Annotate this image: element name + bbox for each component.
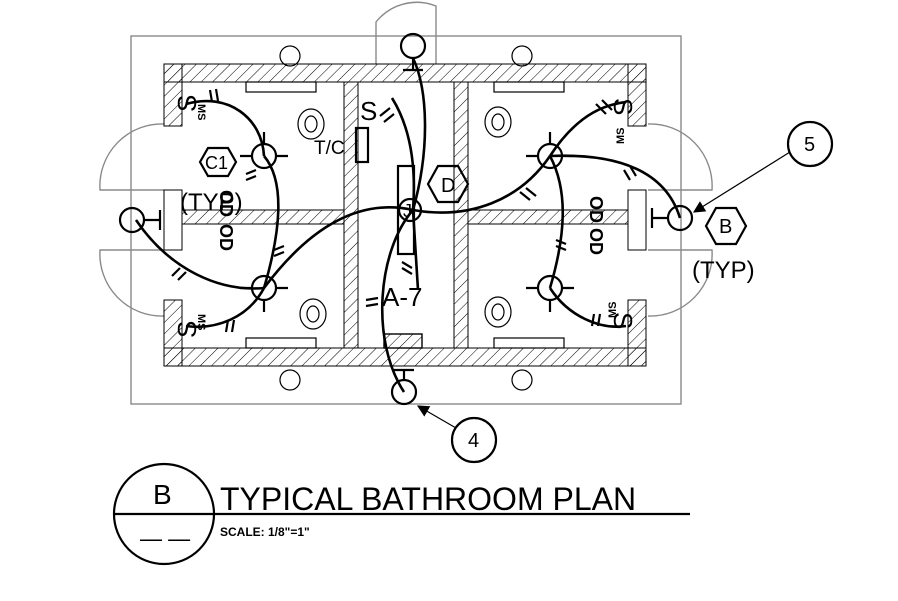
svg-text:OD: OD — [586, 196, 606, 223]
drawing-scale: SCALE: 1/8"=1" — [220, 525, 310, 539]
switch-tr: S — [608, 98, 638, 115]
switch-center: S — [360, 96, 377, 126]
callout-4: 4 — [416, 405, 498, 464]
exterior-light-top — [399, 32, 427, 60]
drawing-title: TYPICAL BATHROOM PLAN — [220, 481, 636, 517]
svg-text:OD: OD — [216, 190, 236, 217]
wire-hash-marks — [171, 88, 637, 333]
svg-text:OD: OD — [586, 228, 606, 255]
switch-tl: S — [172, 95, 202, 112]
svg-text:MS: MS — [195, 314, 207, 331]
svg-text:D: D — [441, 175, 455, 197]
svg-text:B: B — [719, 216, 732, 238]
svg-text:C1: C1 — [205, 153, 228, 173]
junction-box — [397, 197, 423, 223]
tc-box — [354, 126, 370, 164]
svg-text:5: 5 — [804, 134, 815, 156]
tag-c1: C1 — [198, 146, 238, 178]
door-swings — [99, 1, 713, 317]
typ-label-right: (TYP) — [692, 257, 755, 284]
lights — [118, 32, 694, 406]
switch-bl: S — [172, 321, 202, 338]
tag-b: B — [704, 206, 748, 246]
junction-label: J — [403, 201, 412, 221]
svg-text:MS: MS — [195, 104, 207, 121]
title-block: B — — TYPICAL BATHROOM PLAN SCALE: 1/8"=… — [112, 462, 690, 566]
tc-label: T/C — [314, 138, 345, 159]
walls — [163, 63, 647, 367]
tag-d: D — [426, 164, 470, 204]
detail-letter: B — [153, 479, 172, 510]
typ-label-left: (TYP) — [180, 189, 243, 216]
svg-text:MS: MS — [607, 302, 619, 319]
svg-text:4: 4 — [468, 430, 479, 452]
device-labels: MS MS MS MS OD OD OD OD — [195, 104, 627, 331]
sheet-ref: — — — [140, 526, 190, 551]
svg-text:MS: MS — [615, 128, 627, 145]
switch-br: S — [608, 312, 638, 329]
svg-text:OD: OD — [216, 224, 236, 251]
exterior-light-left — [118, 206, 146, 234]
fixtures — [245, 45, 565, 391]
switch-symbols: S S S S S — [172, 95, 638, 338]
callout-5: 5 — [692, 120, 834, 213]
circuit-label: A-7 — [382, 282, 422, 312]
